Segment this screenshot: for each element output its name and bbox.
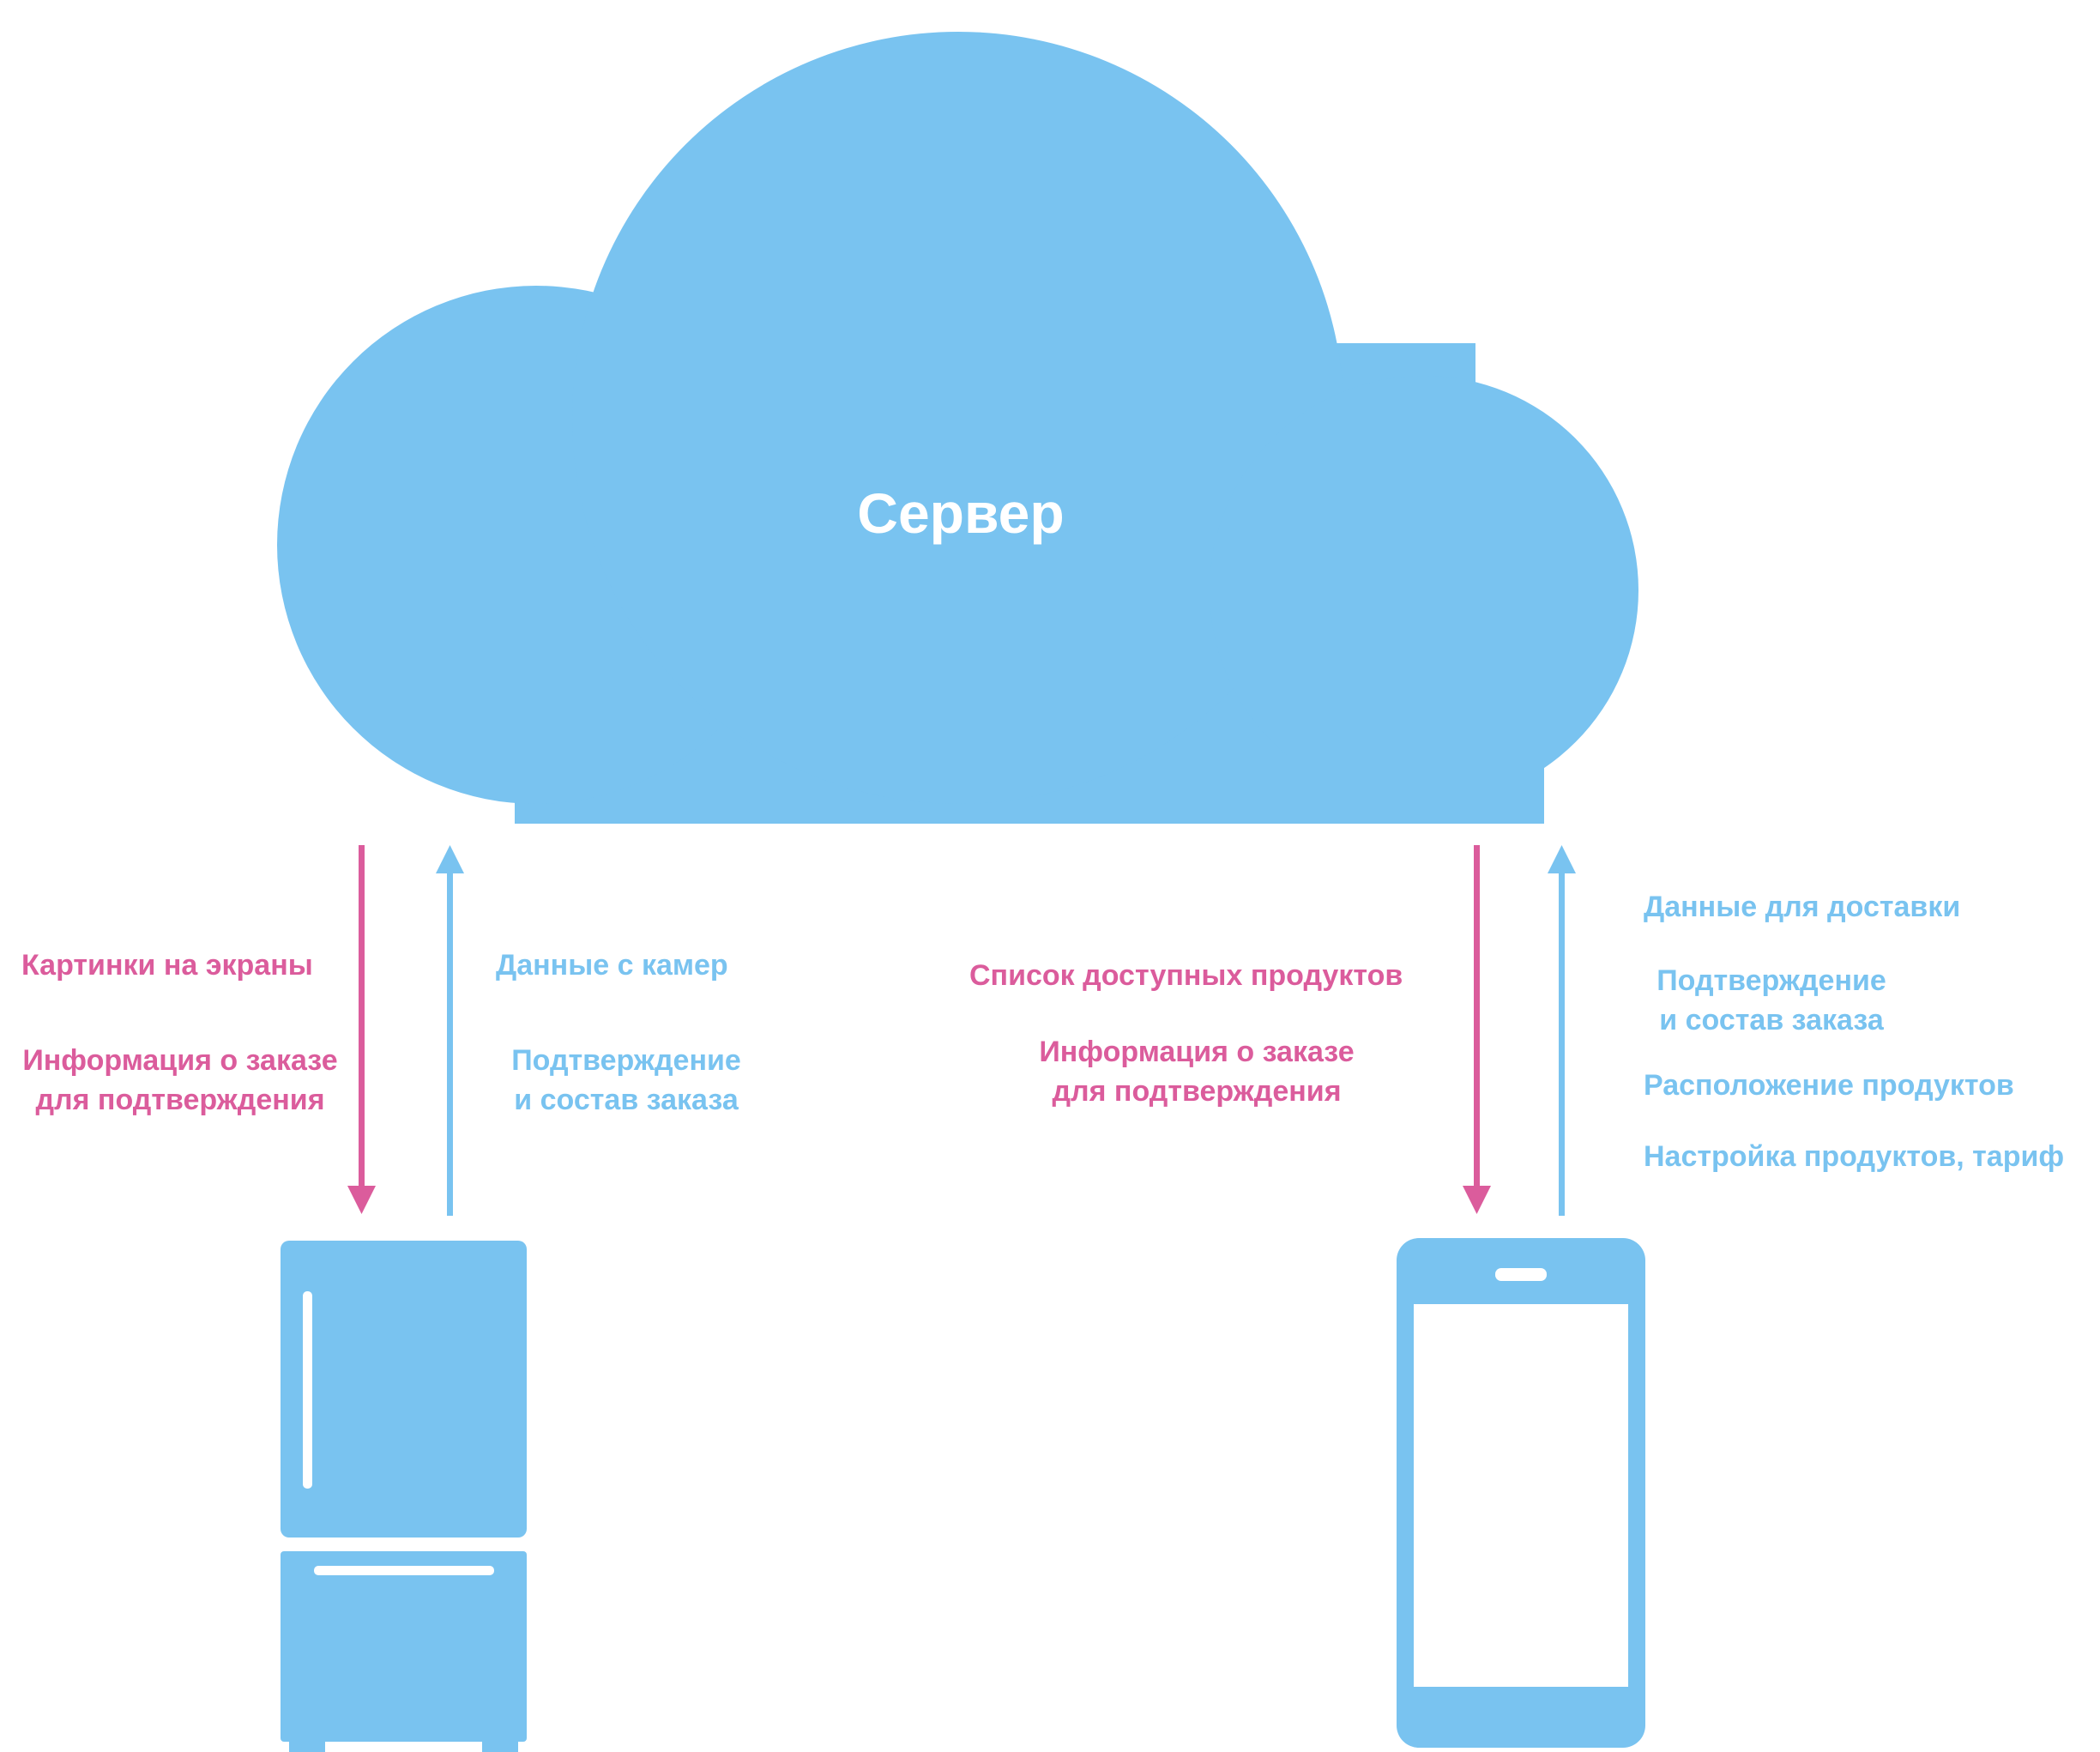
phone-down-label-1: Список доступных продуктов bbox=[969, 959, 1403, 992]
smartphone-icon bbox=[1397, 1238, 1645, 1748]
fridge-up-arrow bbox=[436, 845, 464, 1216]
phone-up-label-2: Подтверждение и состав заказа bbox=[1656, 964, 1886, 1036]
fridge-up-label-2: Подтверждение и состав заказа bbox=[511, 1044, 741, 1116]
phone-up-arrow bbox=[1548, 845, 1576, 1216]
phone-down-arrow bbox=[1463, 845, 1491, 1214]
fridge-down-arrow bbox=[347, 845, 376, 1214]
cloud-icon bbox=[277, 32, 1638, 824]
phone-up-label-4: Настройка продуктов, тариф bbox=[1644, 1140, 2065, 1173]
server-label: Сервер bbox=[857, 481, 1065, 545]
fridge-up-label-1: Данные с камер bbox=[496, 949, 728, 982]
phone-down-label-2: Информация о заказе для подтверждения bbox=[1039, 1036, 1355, 1108]
fridge-down-label-1: Картинки на экраны bbox=[21, 949, 313, 982]
fridge-down-label-2: Информация о заказе для подтверждения bbox=[22, 1044, 338, 1116]
phone-up-label-3: Расположение продуктов bbox=[1644, 1069, 2014, 1102]
fridge-icon bbox=[281, 1241, 527, 1752]
phone-up-label-1: Данные для доставки bbox=[1644, 891, 1961, 923]
